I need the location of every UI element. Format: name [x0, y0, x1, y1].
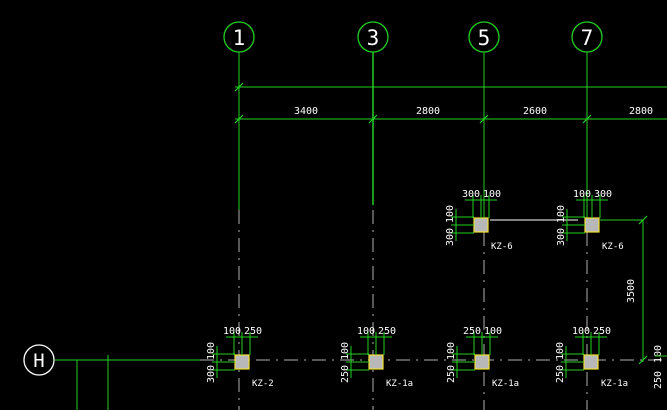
- side-dim-text-b: 100: [555, 342, 566, 360]
- column-label: KZ-1a: [492, 379, 519, 389]
- column-label: KZ-6: [491, 242, 513, 252]
- dim-tick: [234, 82, 244, 92]
- side-dim-text-a: 300: [556, 228, 567, 246]
- span-text-3-5: 2800: [416, 106, 440, 117]
- dimension-lines: [234, 82, 667, 365]
- partial-side-dim-a: 250: [653, 371, 664, 389]
- side-dim-text-b: 100: [556, 205, 567, 223]
- column-square: [368, 354, 384, 370]
- vertical-span-text: 3500: [626, 279, 637, 303]
- axis-label-7: 7: [581, 26, 594, 50]
- axis-bubble-1[interactable]: 1: [223, 21, 255, 53]
- top-dim-text-b: 300: [594, 189, 612, 200]
- top-dim-text-b: 100: [484, 326, 502, 337]
- axis-lines: [55, 52, 667, 410]
- top-dim-text-b: 250: [244, 326, 262, 337]
- top-dim-text-a: 100: [573, 189, 591, 200]
- column-square: [584, 217, 600, 233]
- axis-label-h: H: [33, 350, 44, 372]
- span-text-7-9: 2800: [629, 106, 653, 117]
- axis-label-5: 5: [478, 26, 491, 50]
- top-dim-text-a: 100: [572, 326, 590, 337]
- side-dim-text-b: 100: [445, 205, 456, 223]
- side-dim-text-b: 100: [446, 342, 457, 360]
- top-dim-text-a: 300: [462, 189, 480, 200]
- top-dim-text-a: 100: [357, 326, 375, 337]
- top-dim-text-b: 250: [378, 326, 396, 337]
- column-label: KZ-6: [602, 242, 624, 252]
- top-dim-text-b: 100: [483, 189, 501, 200]
- column-label: KZ-1a: [386, 379, 413, 389]
- dim-tick: [479, 114, 489, 124]
- partial-side-dim-b: 100: [653, 345, 664, 363]
- side-dim-text-b: 100: [206, 342, 217, 360]
- dim-tick: [368, 114, 378, 124]
- dim-tick: [234, 114, 244, 124]
- column-square: [234, 354, 250, 370]
- dim-tick: [582, 114, 592, 124]
- side-dim-text-b: 100: [340, 342, 351, 360]
- span-text-1-3: 3400: [294, 106, 318, 117]
- axis-label-1: 1: [233, 26, 246, 50]
- span-text-5-7: 2600: [523, 106, 547, 117]
- dim-tick: [638, 355, 648, 365]
- column-label: KZ-2: [252, 379, 274, 389]
- axis-bubble-h[interactable]: H: [23, 344, 55, 376]
- axis-label-3: 3: [367, 26, 380, 50]
- side-dim-text-a: 300: [445, 228, 456, 246]
- top-dim-text-a: 250: [463, 326, 481, 337]
- axis-bubbles: 1 3 5 7 H: [23, 21, 603, 376]
- axis-bubble-5[interactable]: 5: [468, 21, 500, 53]
- side-dim-text-a: 250: [340, 365, 351, 383]
- column-label: KZ-1a: [601, 379, 628, 389]
- side-dim-text-a: 300: [206, 365, 217, 383]
- top-dim-text-a: 100: [223, 326, 241, 337]
- axis-bubble-7[interactable]: 7: [571, 21, 603, 53]
- axis-bubble-3[interactable]: 3: [357, 21, 389, 53]
- side-dim-text-a: 250: [446, 365, 457, 383]
- column-square: [473, 217, 489, 233]
- column-square: [474, 354, 490, 370]
- top-dim-text-b: 250: [593, 326, 611, 337]
- dim-tick: [638, 215, 648, 225]
- partial-right-dims: 250 100: [653, 345, 667, 389]
- side-dim-text-a: 250: [555, 365, 566, 383]
- span-dimension-texts: 3400 2800 2600 2800 3500: [294, 106, 653, 303]
- column-square: [583, 354, 599, 370]
